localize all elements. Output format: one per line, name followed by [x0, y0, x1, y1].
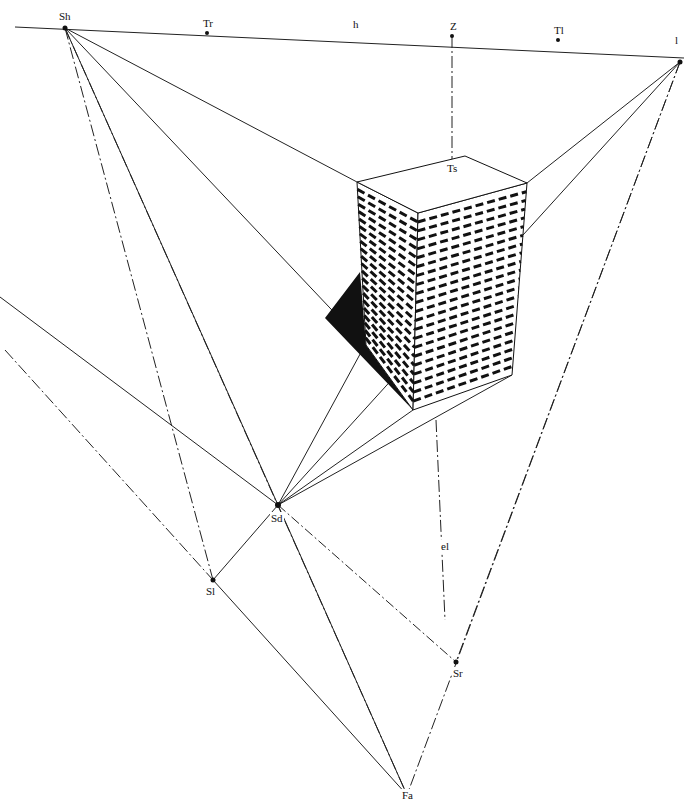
window-band: [416, 253, 521, 285]
window-band: [363, 293, 414, 347]
window-band: [359, 212, 417, 249]
point-label: l: [674, 34, 679, 47]
window-band: [364, 301, 415, 357]
window-band: [417, 218, 524, 249]
point-label: h: [352, 18, 360, 31]
point-label: el: [440, 540, 450, 553]
window-band: [365, 323, 414, 383]
window-band: [417, 209, 525, 240]
window-band: [416, 262, 521, 294]
window-band: [416, 244, 522, 276]
point-label: Tl: [553, 24, 565, 37]
window-band: [358, 197, 418, 231]
window-band: [415, 305, 518, 338]
point-label: Sr: [452, 667, 464, 680]
point-label: Tr: [202, 17, 214, 30]
window-band: [417, 235, 523, 266]
window-band: [366, 338, 414, 401]
window-band: [363, 286, 415, 339]
window-band: [361, 249, 416, 294]
point-label: Sh: [58, 10, 72, 23]
window-band: [414, 323, 516, 357]
window-band: [413, 358, 513, 393]
point-label: Sl: [205, 585, 216, 598]
point-label: Z: [449, 20, 458, 33]
point-label: Sd: [270, 512, 284, 525]
window-band: [364, 308, 414, 365]
window-band: [416, 270, 520, 302]
window-band: [414, 340, 515, 374]
window-band: [359, 219, 417, 258]
window-band: [365, 330, 413, 392]
window-band: [413, 366, 512, 401]
window-band: [416, 279, 520, 312]
point-label: Fa: [401, 789, 414, 802]
window-band: [358, 204, 417, 240]
window-band: [364, 315, 414, 374]
window-band: [415, 314, 517, 347]
window-band: [360, 241, 416, 284]
window-band: [418, 192, 527, 222]
window-band: [417, 227, 524, 258]
window-band: [414, 349, 514, 383]
window-band: [415, 288, 519, 321]
window-band: [418, 200, 526, 230]
window-band: [359, 226, 416, 266]
point-label: Ts: [446, 162, 458, 175]
window-band: [357, 189, 417, 222]
window-band: [414, 331, 515, 365]
window-band: [360, 234, 417, 276]
window-band: [415, 296, 518, 329]
